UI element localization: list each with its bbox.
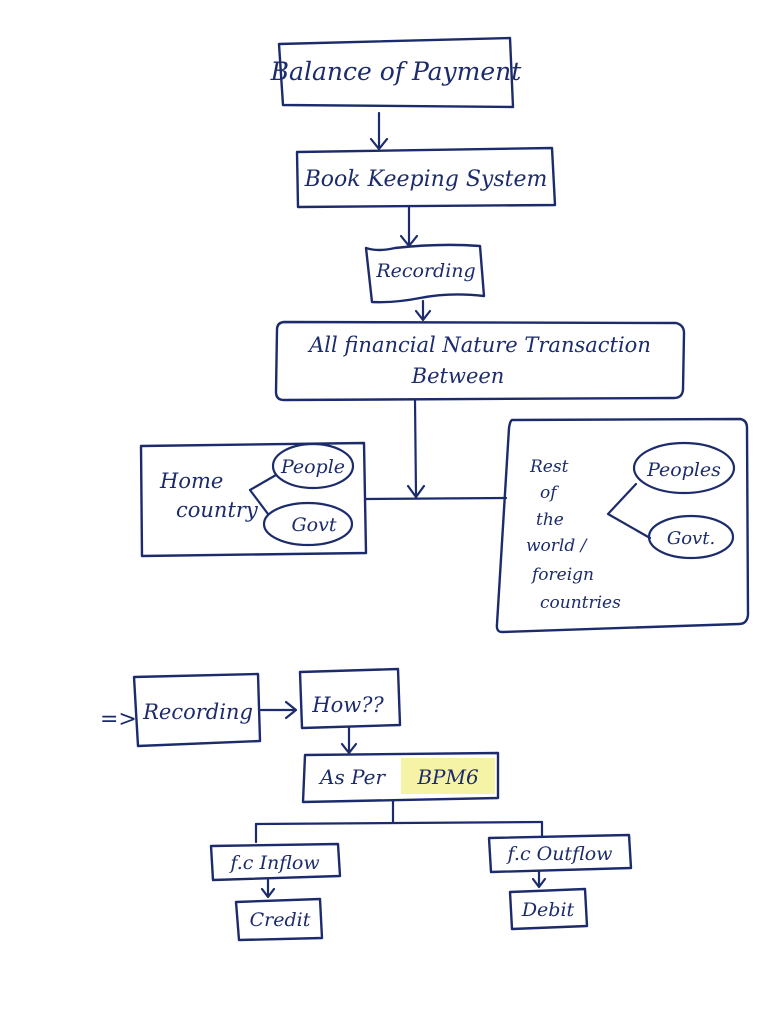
home-country-label-line2: country bbox=[176, 498, 259, 522]
split-horizontal bbox=[254, 820, 544, 826]
arrowhead-icon bbox=[406, 484, 426, 499]
credit-text: Credit bbox=[250, 909, 311, 931]
arrowhead-icon bbox=[369, 137, 389, 151]
fc-outflow-box bbox=[487, 833, 633, 874]
how-text: How?? bbox=[311, 693, 384, 717]
rest-label-line5: foreign bbox=[530, 565, 594, 585]
balance-of-payment-text: Balance of Payment bbox=[270, 57, 523, 86]
home-brace bbox=[248, 473, 278, 516]
book-keeping-box bbox=[295, 146, 557, 209]
home-govt-oval bbox=[262, 501, 354, 547]
as-per-text: As Per bbox=[318, 765, 386, 789]
implies-arrow: => bbox=[100, 707, 137, 732]
rest-govt-oval bbox=[647, 514, 735, 560]
bpm6-text: BPM6 bbox=[416, 765, 479, 789]
book-keeping-text: Book Keeping System bbox=[304, 167, 548, 192]
arrowhead-icon bbox=[260, 887, 276, 899]
arrowhead-icon bbox=[340, 742, 358, 755]
arrowhead-icon bbox=[284, 700, 298, 720]
home-govt-text: Govt bbox=[292, 514, 337, 536]
fc-outflow-text: f.c Outflow bbox=[506, 843, 613, 865]
how-box bbox=[298, 667, 402, 730]
rest-label-line1: Rest bbox=[529, 457, 569, 477]
recording-box bbox=[364, 243, 486, 304]
fc-inflow-text: f.c Inflow bbox=[228, 852, 319, 874]
rest-govt-text: Govt. bbox=[667, 528, 715, 549]
transactions-text-line2: Between bbox=[411, 364, 505, 388]
recording-text: Recording bbox=[375, 260, 475, 282]
debit-text: Debit bbox=[521, 899, 575, 921]
recording-box-2 bbox=[132, 672, 262, 748]
rest-label-line3: the bbox=[536, 510, 564, 530]
transactions-box bbox=[274, 320, 686, 402]
transactions-text-line1: All financial Nature Transaction bbox=[307, 333, 651, 357]
home-country-label-line1: Home bbox=[159, 469, 223, 493]
home-people-oval bbox=[271, 442, 355, 490]
credit-box bbox=[234, 897, 324, 942]
rest-of-world-box bbox=[495, 417, 750, 634]
rest-label-line6: countries bbox=[540, 593, 621, 613]
bpm6-highlight bbox=[401, 758, 495, 794]
fc-inflow-box bbox=[209, 842, 342, 882]
rest-label-line2: of bbox=[540, 483, 559, 503]
balance-of-payment-box bbox=[277, 36, 515, 109]
recording-text-2: Recording bbox=[142, 700, 253, 724]
junction-horizontal bbox=[363, 496, 508, 501]
arrowhead-icon bbox=[531, 877, 547, 889]
junction-stem bbox=[413, 398, 418, 497]
as-per-bpm-box bbox=[301, 751, 500, 804]
rest-peoples-oval bbox=[632, 441, 736, 495]
debit-box bbox=[508, 887, 589, 931]
home-country-box bbox=[139, 441, 368, 558]
rest-brace bbox=[606, 482, 652, 540]
rest-peoples-text: Peoples bbox=[646, 459, 721, 481]
arrowhead-icon bbox=[414, 309, 432, 322]
rest-label-line4: world / bbox=[526, 536, 589, 556]
home-people-text: People bbox=[280, 456, 345, 478]
